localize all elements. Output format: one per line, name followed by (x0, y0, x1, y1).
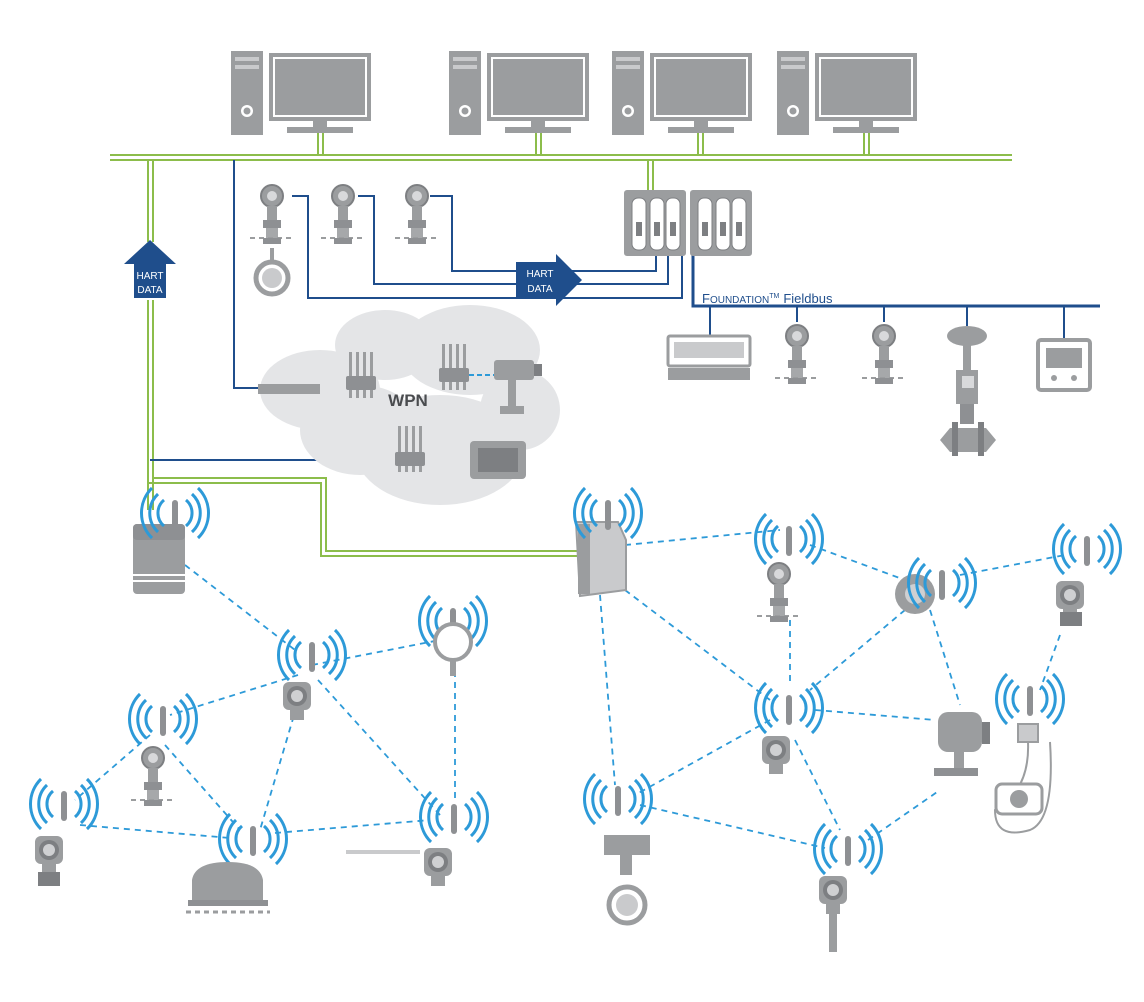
wireless-transmitter (1051, 522, 1123, 626)
flow-meter-icon (249, 184, 295, 297)
pressure-transmitter-icon (774, 324, 820, 385)
left-mesh-devices (28, 594, 490, 914)
ethernet-network (110, 133, 1012, 557)
control-valve-icon (940, 326, 996, 456)
workstation-icon (229, 49, 371, 137)
access-point-icon (346, 352, 376, 398)
wifi-signal-icon (217, 812, 289, 866)
data-label: DATA (527, 284, 553, 295)
wireless-gateway-icon (572, 486, 644, 598)
pressure-transmitter-icon (861, 324, 907, 385)
hart-data-arrow-up: HART DATA (124, 240, 176, 298)
camera-icon (494, 360, 542, 414)
workstations (229, 49, 917, 137)
wifi-signal-icon (1051, 522, 1123, 576)
wifi-signal-icon (753, 512, 825, 566)
wireless-vibration-sensor (895, 556, 978, 614)
workstation-icon (447, 49, 589, 137)
wireless-transmitter (127, 692, 199, 807)
access-point-icon (439, 344, 469, 390)
wireless-transmitter (276, 628, 348, 720)
pressure-transmitter-icon (320, 184, 366, 245)
wifi-signal-icon (127, 692, 199, 746)
network-switch-icon (258, 384, 320, 394)
wireless-transmitter (753, 512, 825, 623)
wired-transmitters (249, 184, 440, 297)
wpn-cloud: WPN (258, 305, 560, 505)
wireless-transmitter (28, 777, 100, 886)
controller-rack-icon (624, 190, 752, 256)
display-panel-icon (666, 334, 752, 380)
pressure-transmitter-icon (394, 184, 440, 245)
fieldbus-devices (666, 324, 1092, 456)
workstation-icon (775, 49, 917, 137)
hart-label: HART (526, 269, 553, 280)
wifi-signal-icon (276, 628, 348, 682)
wifi-signal-icon (582, 772, 654, 826)
tablet-icon (470, 441, 526, 479)
wireless-transmitter (812, 822, 884, 952)
wireless-acoustic-sensor (993, 672, 1066, 834)
workstation-icon (610, 49, 752, 137)
wifi-signal-icon (753, 681, 825, 735)
wireless-transmitter (582, 772, 654, 926)
hart-label: HART (136, 271, 163, 282)
wireless-transmitter (753, 681, 825, 774)
wireless-valve-monitor (934, 712, 990, 776)
data-label: DATA (137, 285, 163, 296)
wireless-transmitter (346, 790, 490, 886)
wireless-mesh-links (74, 529, 1066, 849)
wifi-signal-icon (812, 822, 884, 876)
wifi-signal-icon (28, 777, 100, 831)
wireless-tank-sensor (186, 812, 289, 914)
wifi-signal-icon (994, 672, 1066, 726)
hmi-panel-icon (1036, 338, 1092, 392)
access-point-icon (395, 426, 425, 472)
wireless-gateway-icon (133, 486, 211, 594)
right-mesh-devices (582, 512, 1123, 952)
hart-data-arrow-right: HART DATA (516, 254, 582, 306)
wpn-label: WPN (388, 391, 428, 410)
wireless-gauge (417, 594, 489, 676)
wifi-signal-icon (418, 790, 490, 844)
